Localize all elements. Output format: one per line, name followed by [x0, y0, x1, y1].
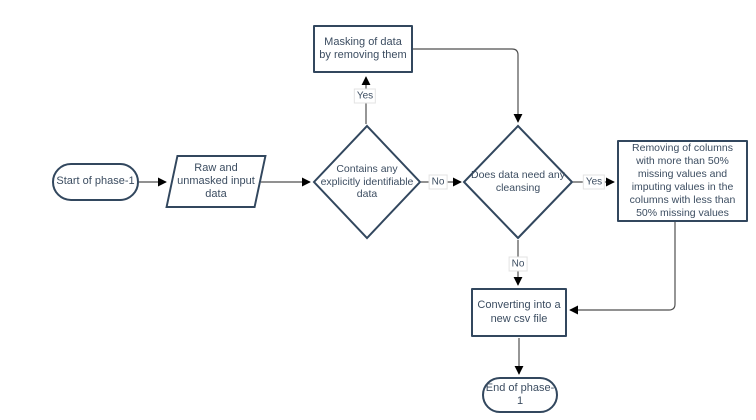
removing-columns-process-box: Removing of columns with more than 50% m…: [617, 140, 748, 222]
end-label: End of phase-1: [485, 381, 555, 407]
end-terminator: End of phase-1: [482, 377, 558, 413]
edge-label-no-cleansing: No: [428, 174, 448, 190]
start-label: Start of phase-1: [56, 175, 135, 188]
masking-process-box: Masking of data by removing them: [313, 25, 413, 73]
input-data-parallelogram: Raw and unmasked input data: [165, 155, 267, 208]
edge-masking-to-cleansing: [413, 48, 523, 123]
start-terminator: Start of phase-1: [52, 163, 139, 201]
removing-label: Removing of columns with more than 50% m…: [629, 141, 736, 220]
decision-data-cleansing-shape: [462, 124, 574, 240]
edge-removing-to-converting: [569, 222, 676, 315]
converting-label: Converting into a new csv file: [477, 299, 561, 325]
decision-identifiable-data-label: Contains any explicitly identifiable dat…: [320, 163, 414, 201]
decision-identifiable-data-shape: [312, 124, 422, 240]
edge-label-yes-masking: Yes: [353, 88, 377, 104]
edge-label-no-converting: No: [508, 256, 528, 272]
input-data-label: Raw and unmasked input data: [177, 161, 255, 201]
decision-data-cleansing-label: Does data need any cleansing: [471, 169, 565, 194]
converting-csv-process-box: Converting into a new csv file: [471, 288, 567, 337]
masking-label: Masking of data by removing them: [319, 35, 407, 61]
edge-label-yes-removing: Yes: [582, 174, 606, 190]
